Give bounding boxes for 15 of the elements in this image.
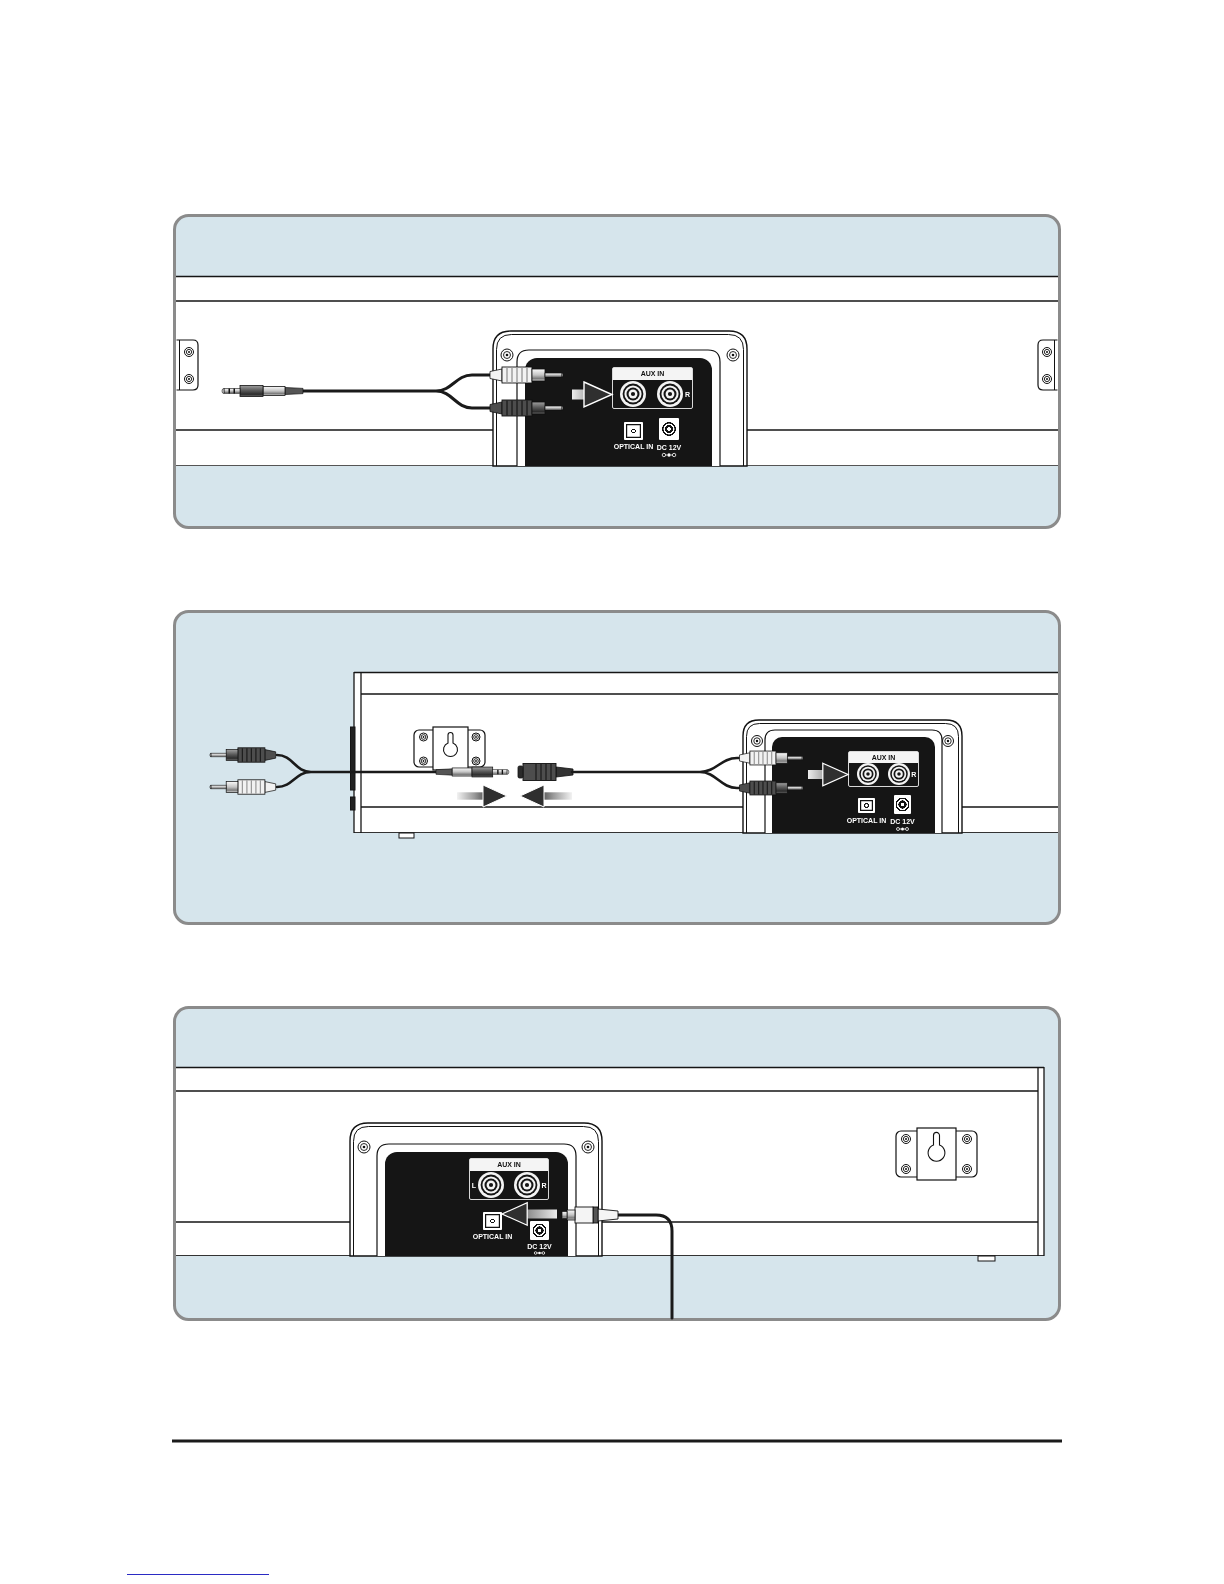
dc-power-jack bbox=[894, 795, 911, 814]
optical-input-jack bbox=[483, 1212, 502, 1230]
aux-input-panel bbox=[469, 1158, 549, 1200]
connector-panel bbox=[772, 737, 935, 833]
dc-power-jack bbox=[530, 1221, 549, 1240]
connector-panel bbox=[385, 1152, 568, 1256]
aux-input-panel bbox=[848, 751, 919, 787]
insert-arrow bbox=[808, 762, 849, 787]
insert-arrow bbox=[572, 381, 613, 408]
dc-power-jack bbox=[659, 418, 679, 440]
aux-input-panel bbox=[612, 367, 693, 409]
insert-arrow bbox=[501, 1202, 557, 1226]
optical-input-jack bbox=[858, 798, 875, 813]
connector-panel bbox=[525, 358, 712, 466]
optical-input-jack bbox=[624, 422, 643, 440]
